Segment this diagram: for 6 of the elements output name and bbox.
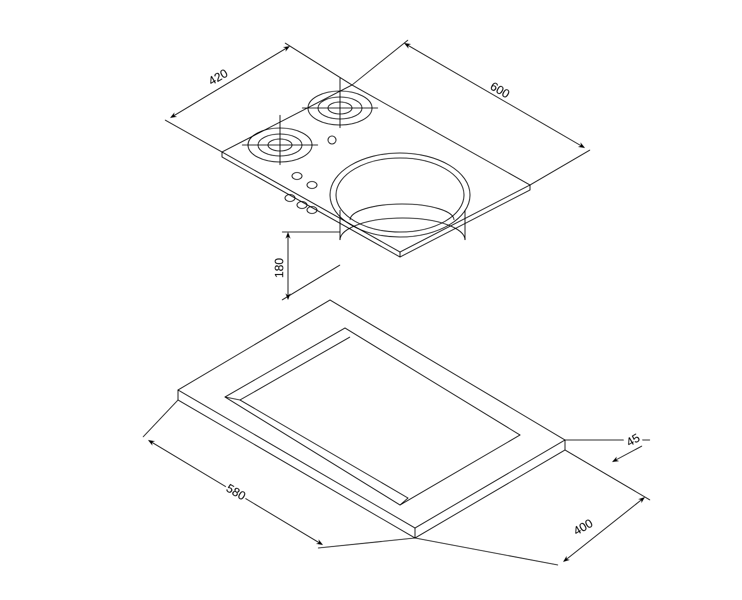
dimension-label: 420	[205, 66, 231, 88]
dimension-label: 580	[223, 482, 249, 502]
dimension-label: 45	[623, 431, 643, 449]
dimension-label: 180	[273, 256, 285, 280]
dimension-label: 400	[570, 516, 596, 538]
dimension-label: 600	[487, 80, 513, 100]
